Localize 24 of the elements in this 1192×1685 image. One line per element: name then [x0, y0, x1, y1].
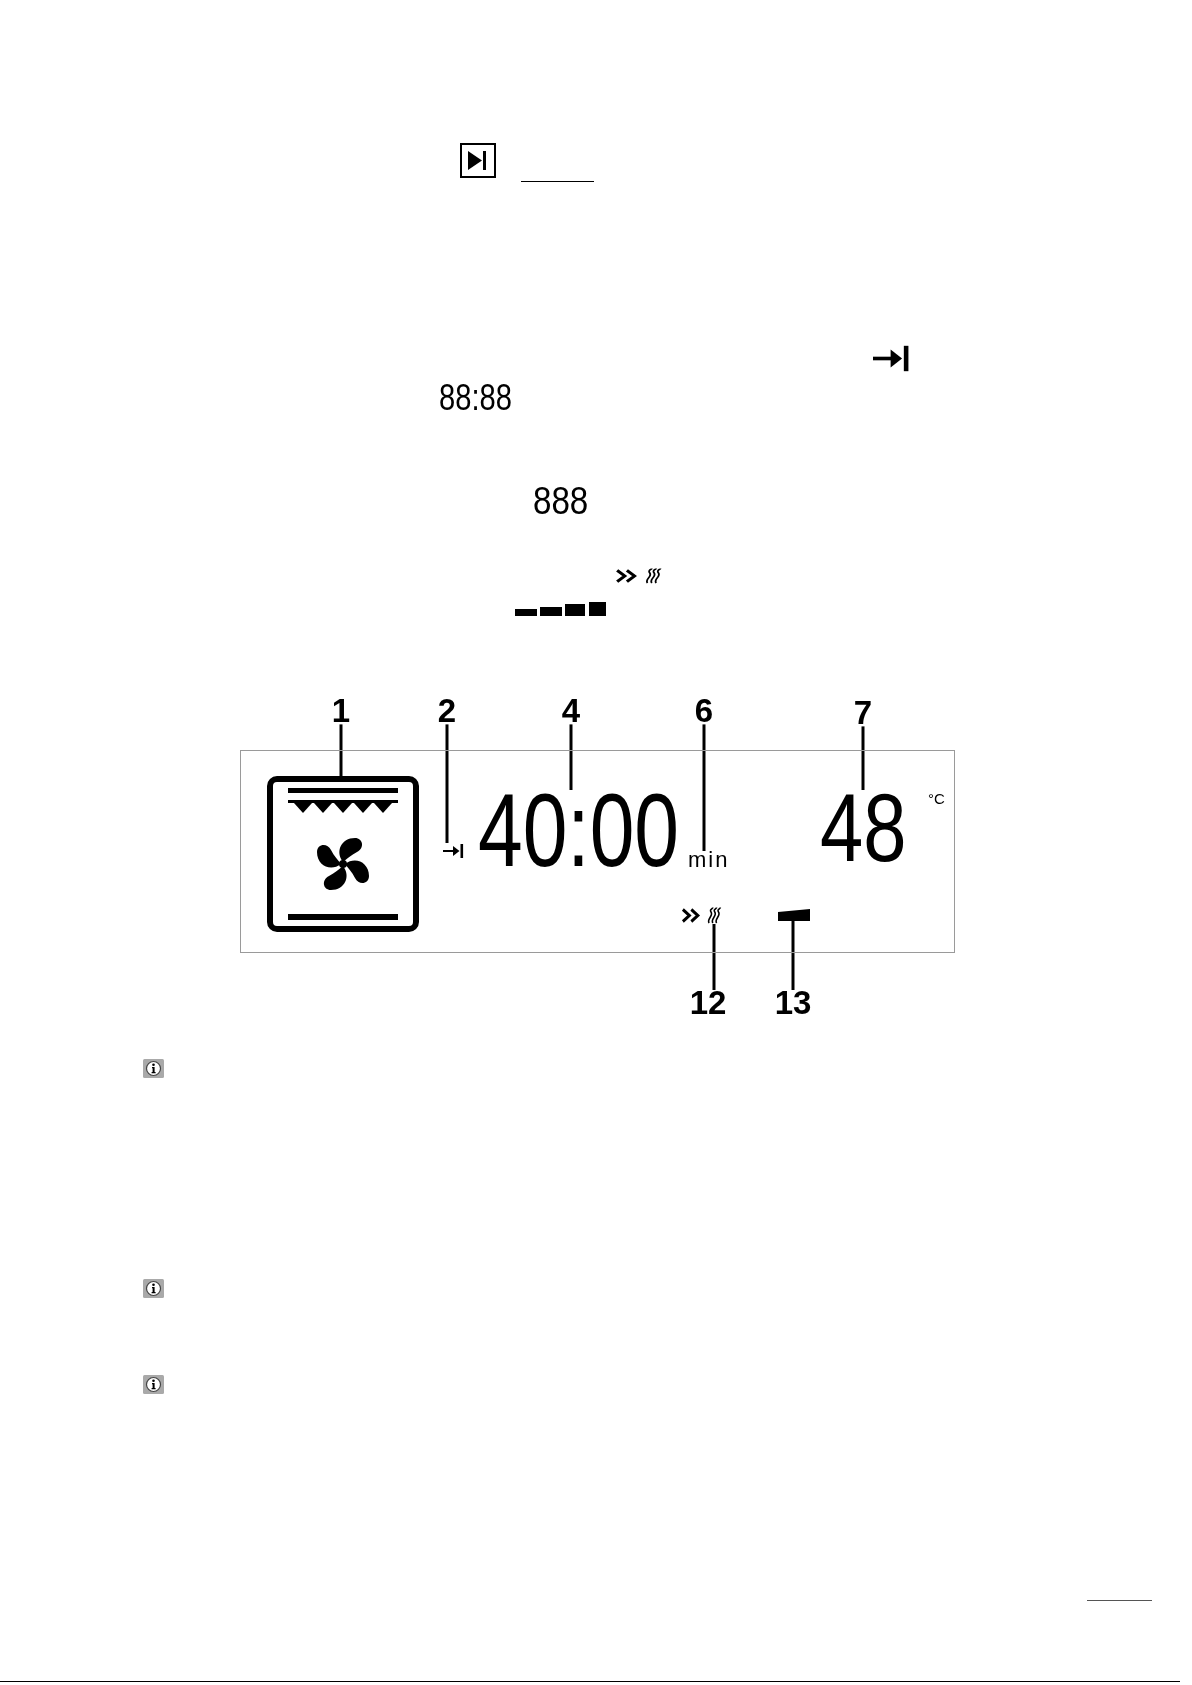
callout-number: 4	[561, 698, 581, 725]
callout-number: 2	[437, 698, 457, 725]
arrow-to-bar-icon	[443, 843, 464, 859]
display-panel	[240, 750, 955, 953]
leader-line	[791, 921, 795, 990]
leader-line	[445, 724, 449, 843]
leader-line	[861, 726, 865, 790]
temperature-readout: 48	[820, 790, 907, 867]
leader-line	[339, 724, 343, 776]
callout-number: 1	[331, 698, 351, 725]
unit-label: min	[688, 851, 730, 869]
time-readout: 40:00	[478, 790, 680, 873]
callout-number: 7	[853, 700, 873, 727]
callout-number: 13	[774, 990, 812, 1017]
leader-line	[569, 724, 573, 790]
level-bar-icon	[778, 909, 810, 921]
callout-number: 12	[689, 990, 727, 1017]
digit-readout: 888	[533, 485, 589, 517]
leader-line	[712, 924, 716, 990]
oven-fan-icon	[267, 776, 419, 932]
leader-line	[702, 724, 706, 851]
unit-label: °C	[928, 793, 945, 805]
callout-number: 6	[694, 698, 714, 725]
digit-readout: 88:88	[439, 384, 512, 413]
